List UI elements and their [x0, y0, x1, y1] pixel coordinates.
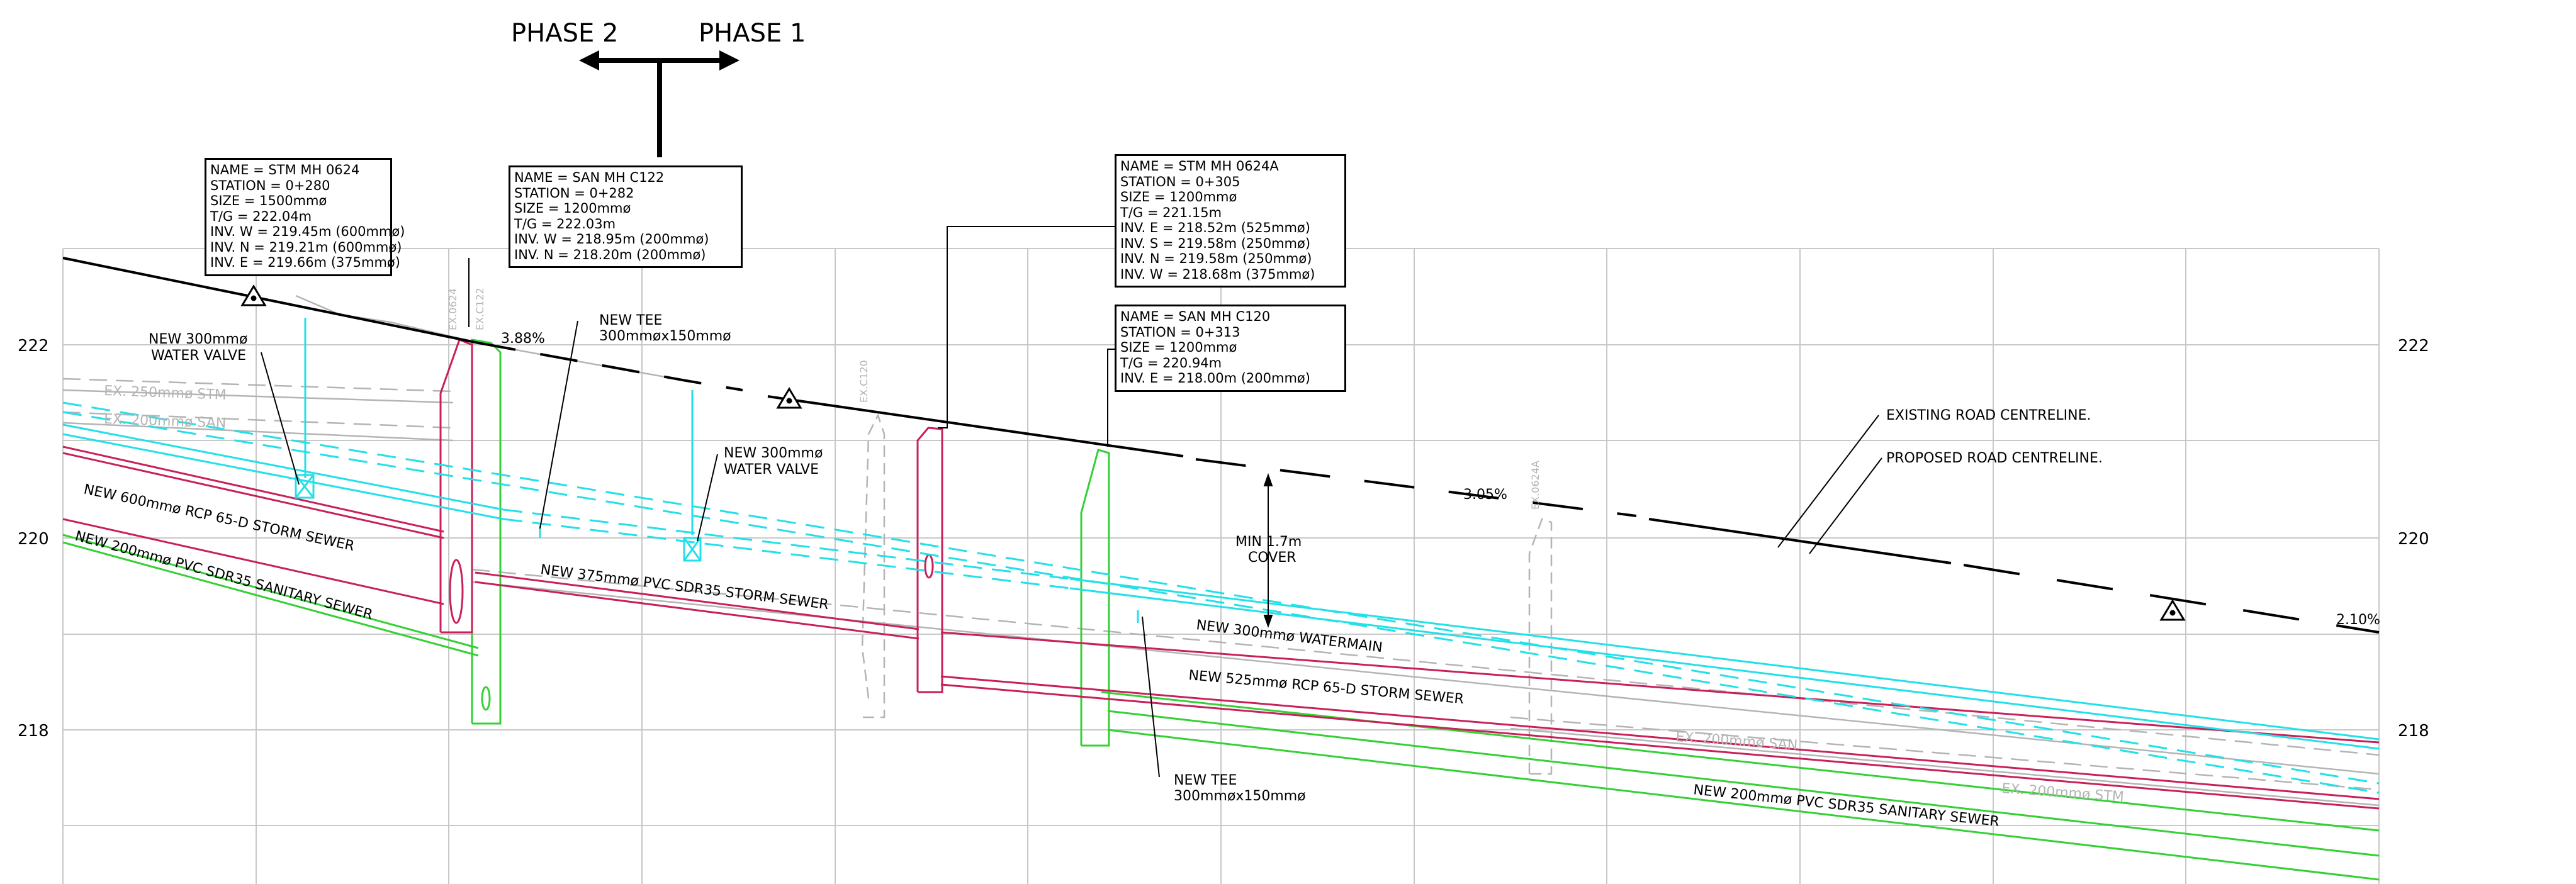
mh2-station: STATION = 0+282 — [514, 185, 634, 201]
road-centreline — [62, 257, 2380, 634]
structure-tags: EX.0624 EX.C122 EX.C120 EX.0624A — [447, 288, 1541, 510]
leader-lines — [261, 226, 1882, 778]
elev-left-218: 218 — [18, 722, 49, 741]
mh4-name: NAME = SAN MH C120 — [1120, 309, 1271, 324]
tag-ex-0624: EX.0624 — [447, 288, 459, 330]
phase-1-label: PHASE 1 — [699, 19, 806, 48]
valve-1-line-1: NEW 300mmø — [149, 332, 247, 347]
grade-3: 2.10% — [2336, 612, 2380, 628]
tee-2-line-1: NEW TEE — [1174, 773, 1237, 788]
mh2-inv-n: INV. N = 218.20m (200mmø) — [514, 247, 706, 262]
mh2-name: NAME = SAN MH C122 — [514, 170, 665, 185]
tag-ex-c122: EX.C122 — [474, 288, 486, 330]
mh3-tg: T/G = 221.15m — [1120, 204, 1222, 220]
manhole-info-stm-0624a: NAME = STM MH 0624A STATION = 0+305 SIZE… — [1115, 154, 1346, 288]
mh4-inv-e: INV. E = 218.00m (200mmø) — [1120, 371, 1310, 386]
valve-2-line-2: WATER VALVE — [724, 462, 819, 478]
phase-divider: PHASE 2 PHASE 1 — [511, 19, 806, 157]
tag-ex-c120: EX.C120 — [858, 360, 870, 403]
mh3-inv-s: INV. S = 219.58m (250mmø) — [1120, 235, 1311, 251]
phase-2-label: PHASE 2 — [511, 19, 618, 48]
mh3-inv-e: INV. E = 218.52m (525mmø) — [1120, 220, 1310, 235]
grade-2: 3.05% — [1463, 487, 1507, 503]
proposed-centreline-label: PROPOSED ROAD CENTRELINE. — [1886, 450, 2103, 466]
existing-centreline-label: EXISTING ROAD CENTRELINE. — [1886, 408, 2091, 423]
manhole-info-san-c122: NAME = SAN MH C122 STATION = 0+282 SIZE … — [509, 165, 743, 268]
valve-2-line-1: NEW 300mmø — [724, 445, 823, 461]
mh2-tg: T/G = 222.03m — [514, 216, 616, 232]
label-new-375-storm: NEW 375mmø PVC SDR35 STORM SEWER — [539, 562, 830, 613]
sanitary-pipes — [62, 338, 2380, 881]
mh2-size: SIZE = 1200mmø — [514, 201, 631, 216]
mh3-name: NAME = STM MH 0624A — [1120, 159, 1279, 174]
manhole-info-stm-0624: NAME = STM MH 0624 STATION = 0+280 SIZE … — [205, 158, 405, 276]
mh1-inv-w: INV. W = 219.45m (600mmø) — [210, 224, 405, 239]
cover-line-2: COVER — [1248, 550, 1296, 566]
elev-left-222: 222 — [18, 337, 49, 355]
mh3-station: STATION = 0+305 — [1120, 174, 1240, 189]
tee-1-line-2: 300mmøx150mmø — [599, 328, 731, 344]
mh1-tg: T/G = 222.04m — [210, 208, 312, 224]
valve-1-line-2: WATER VALVE — [151, 348, 246, 364]
cover-line-1: MIN 1.7m — [1235, 534, 1302, 550]
tee-2-line-2: 300mmøx150mmø — [1174, 788, 1306, 804]
grade-1: 3.88% — [501, 331, 545, 347]
mh3-inv-n: INV. N = 219.58m (250mmø) — [1120, 251, 1312, 266]
label-new-200-san-right: NEW 200mmø PVC SDR35 SANITARY SEWER — [1692, 782, 1999, 830]
elev-right-222: 222 — [2398, 337, 2429, 355]
mh4-tg: T/G = 220.94m — [1120, 355, 1222, 371]
mh2-inv-w: INV. W = 218.95m (200mmø) — [514, 232, 709, 247]
mh1-inv-n: INV. N = 219.21m (600mmø) — [210, 239, 402, 255]
mh3-size: SIZE = 1200mmø — [1120, 189, 1237, 204]
elev-right-218: 218 — [2398, 722, 2429, 741]
survey-markers — [240, 284, 2186, 621]
mh3-inv-w: INV. W = 218.68m (375mmø) — [1120, 266, 1315, 282]
elev-left-220: 220 — [18, 530, 49, 549]
annotations: NEW 300mmø WATER VALVE NEW 300mmø WATER … — [149, 313, 2380, 804]
mh4-station: STATION = 0+313 — [1120, 324, 1240, 340]
manhole-info-san-c120: NAME = SAN MH C120 STATION = 0+313 SIZE … — [1115, 305, 1346, 392]
mh1-size: SIZE = 1500mmø — [210, 193, 327, 208]
storm-pipes — [62, 338, 2380, 810]
mh1-station: STATION = 0+280 — [210, 177, 330, 193]
elevation-labels: 222 220 218 222 220 218 — [18, 337, 2429, 741]
mh4-size: SIZE = 1200mmø — [1120, 340, 1237, 355]
mh1-name: NAME = STM MH 0624 — [210, 162, 360, 177]
water-pipes — [62, 318, 2380, 794]
existing-pipes — [62, 294, 2380, 807]
label-ex-250-stm: EX. 250mmø STM — [104, 383, 227, 403]
elev-right-220: 220 — [2398, 530, 2429, 549]
tee-1-line-1: NEW TEE — [599, 313, 662, 328]
mh1-inv-e: INV. E = 219.66m (375mmø) — [210, 255, 400, 270]
tag-ex-0624a: EX.0624A — [1529, 461, 1541, 510]
label-ex-200-san-left: EX. 200mmø SAN — [104, 411, 227, 432]
pipe-labels: NEW 600mmø RCP 65-D STORM SEWER NEW 200m… — [73, 481, 1999, 830]
